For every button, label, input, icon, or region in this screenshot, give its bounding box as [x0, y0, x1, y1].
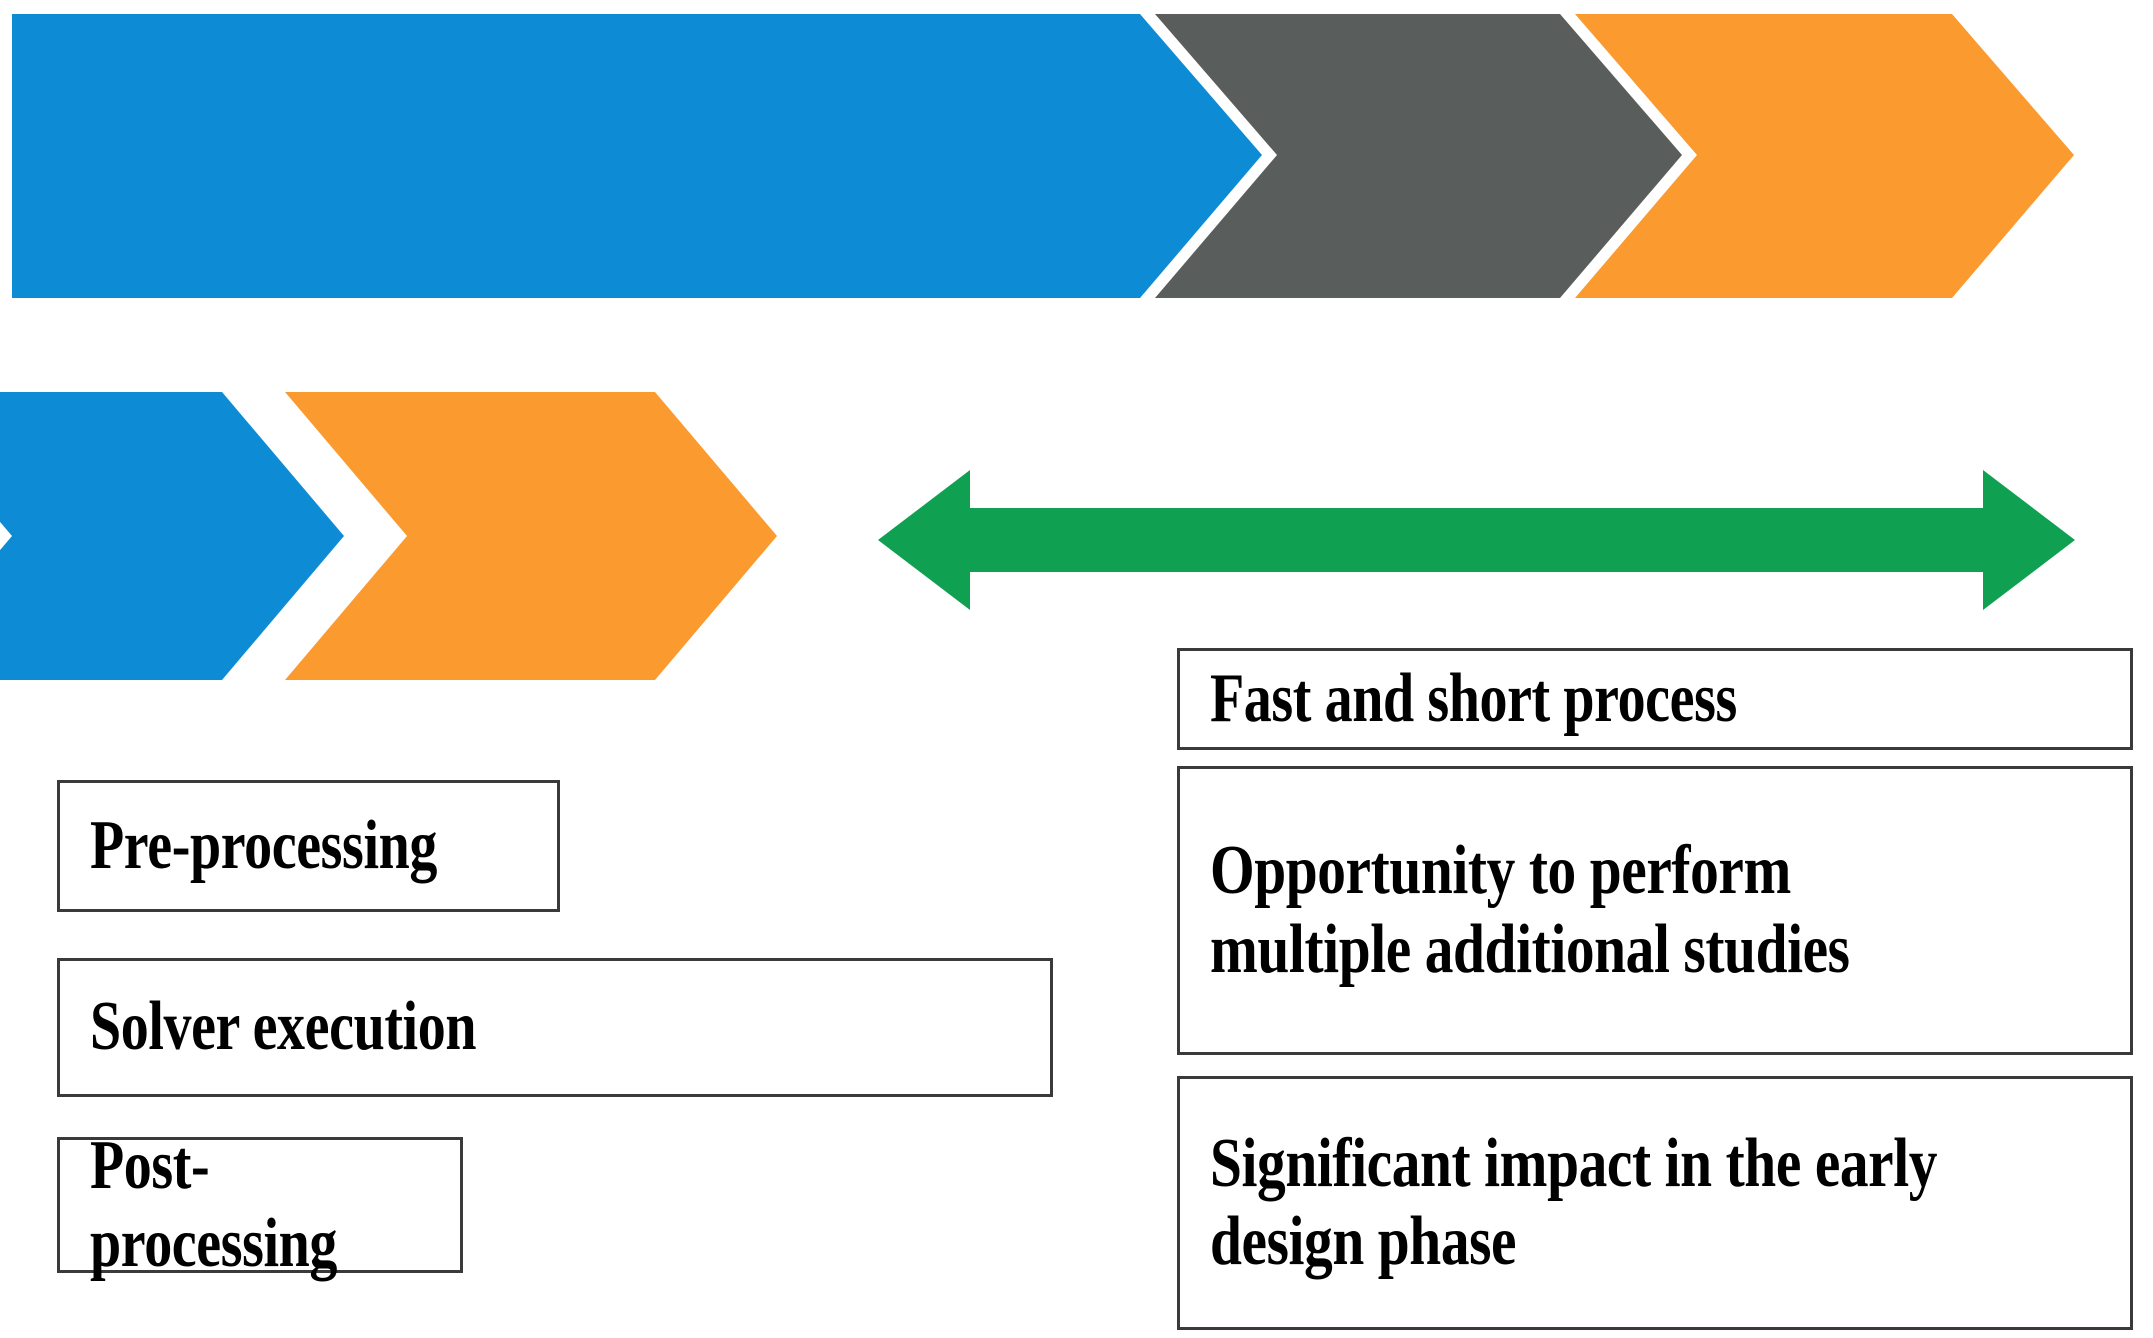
top-band-grey-chevron — [1155, 14, 1682, 298]
top-band-orange-chevron — [1575, 14, 2074, 298]
benefit-label-fast-process: Fast and short process — [1210, 659, 1737, 737]
legend-item-post-processing[interactable]: Post-processing — [57, 1127, 463, 1282]
bottom-band-blue-chevron-front — [0, 392, 274, 680]
legend-label-post-processing: Post-processing — [90, 1126, 337, 1282]
benefit-item-additional-studies[interactable]: Opportunity to perform multiple addition… — [1177, 766, 2133, 1055]
benefit-item-early-design-impact[interactable]: Significant impact in the early design p… — [1177, 1076, 2133, 1330]
benefit-item-fast-process[interactable]: Fast and short process — [1177, 648, 2133, 750]
benefit-label-early-design-impact: Significant impact in the early design p… — [1210, 1124, 1938, 1280]
time-saving-double-arrow — [878, 470, 2075, 610]
bottom-band-orange-chevron — [285, 392, 777, 680]
legend-item-pre-processing[interactable]: Pre-processing — [57, 780, 560, 912]
benefit-label-additional-studies: Opportunity to perform multiple addition… — [1210, 832, 1850, 988]
legend-item-solver-execution[interactable]: Solver execution — [57, 958, 1053, 1097]
top-band-blue-chevron — [12, 14, 1262, 298]
legend-label-solver-execution: Solver execution — [90, 988, 477, 1066]
legend-label-pre-processing: Pre-processing — [90, 806, 437, 884]
